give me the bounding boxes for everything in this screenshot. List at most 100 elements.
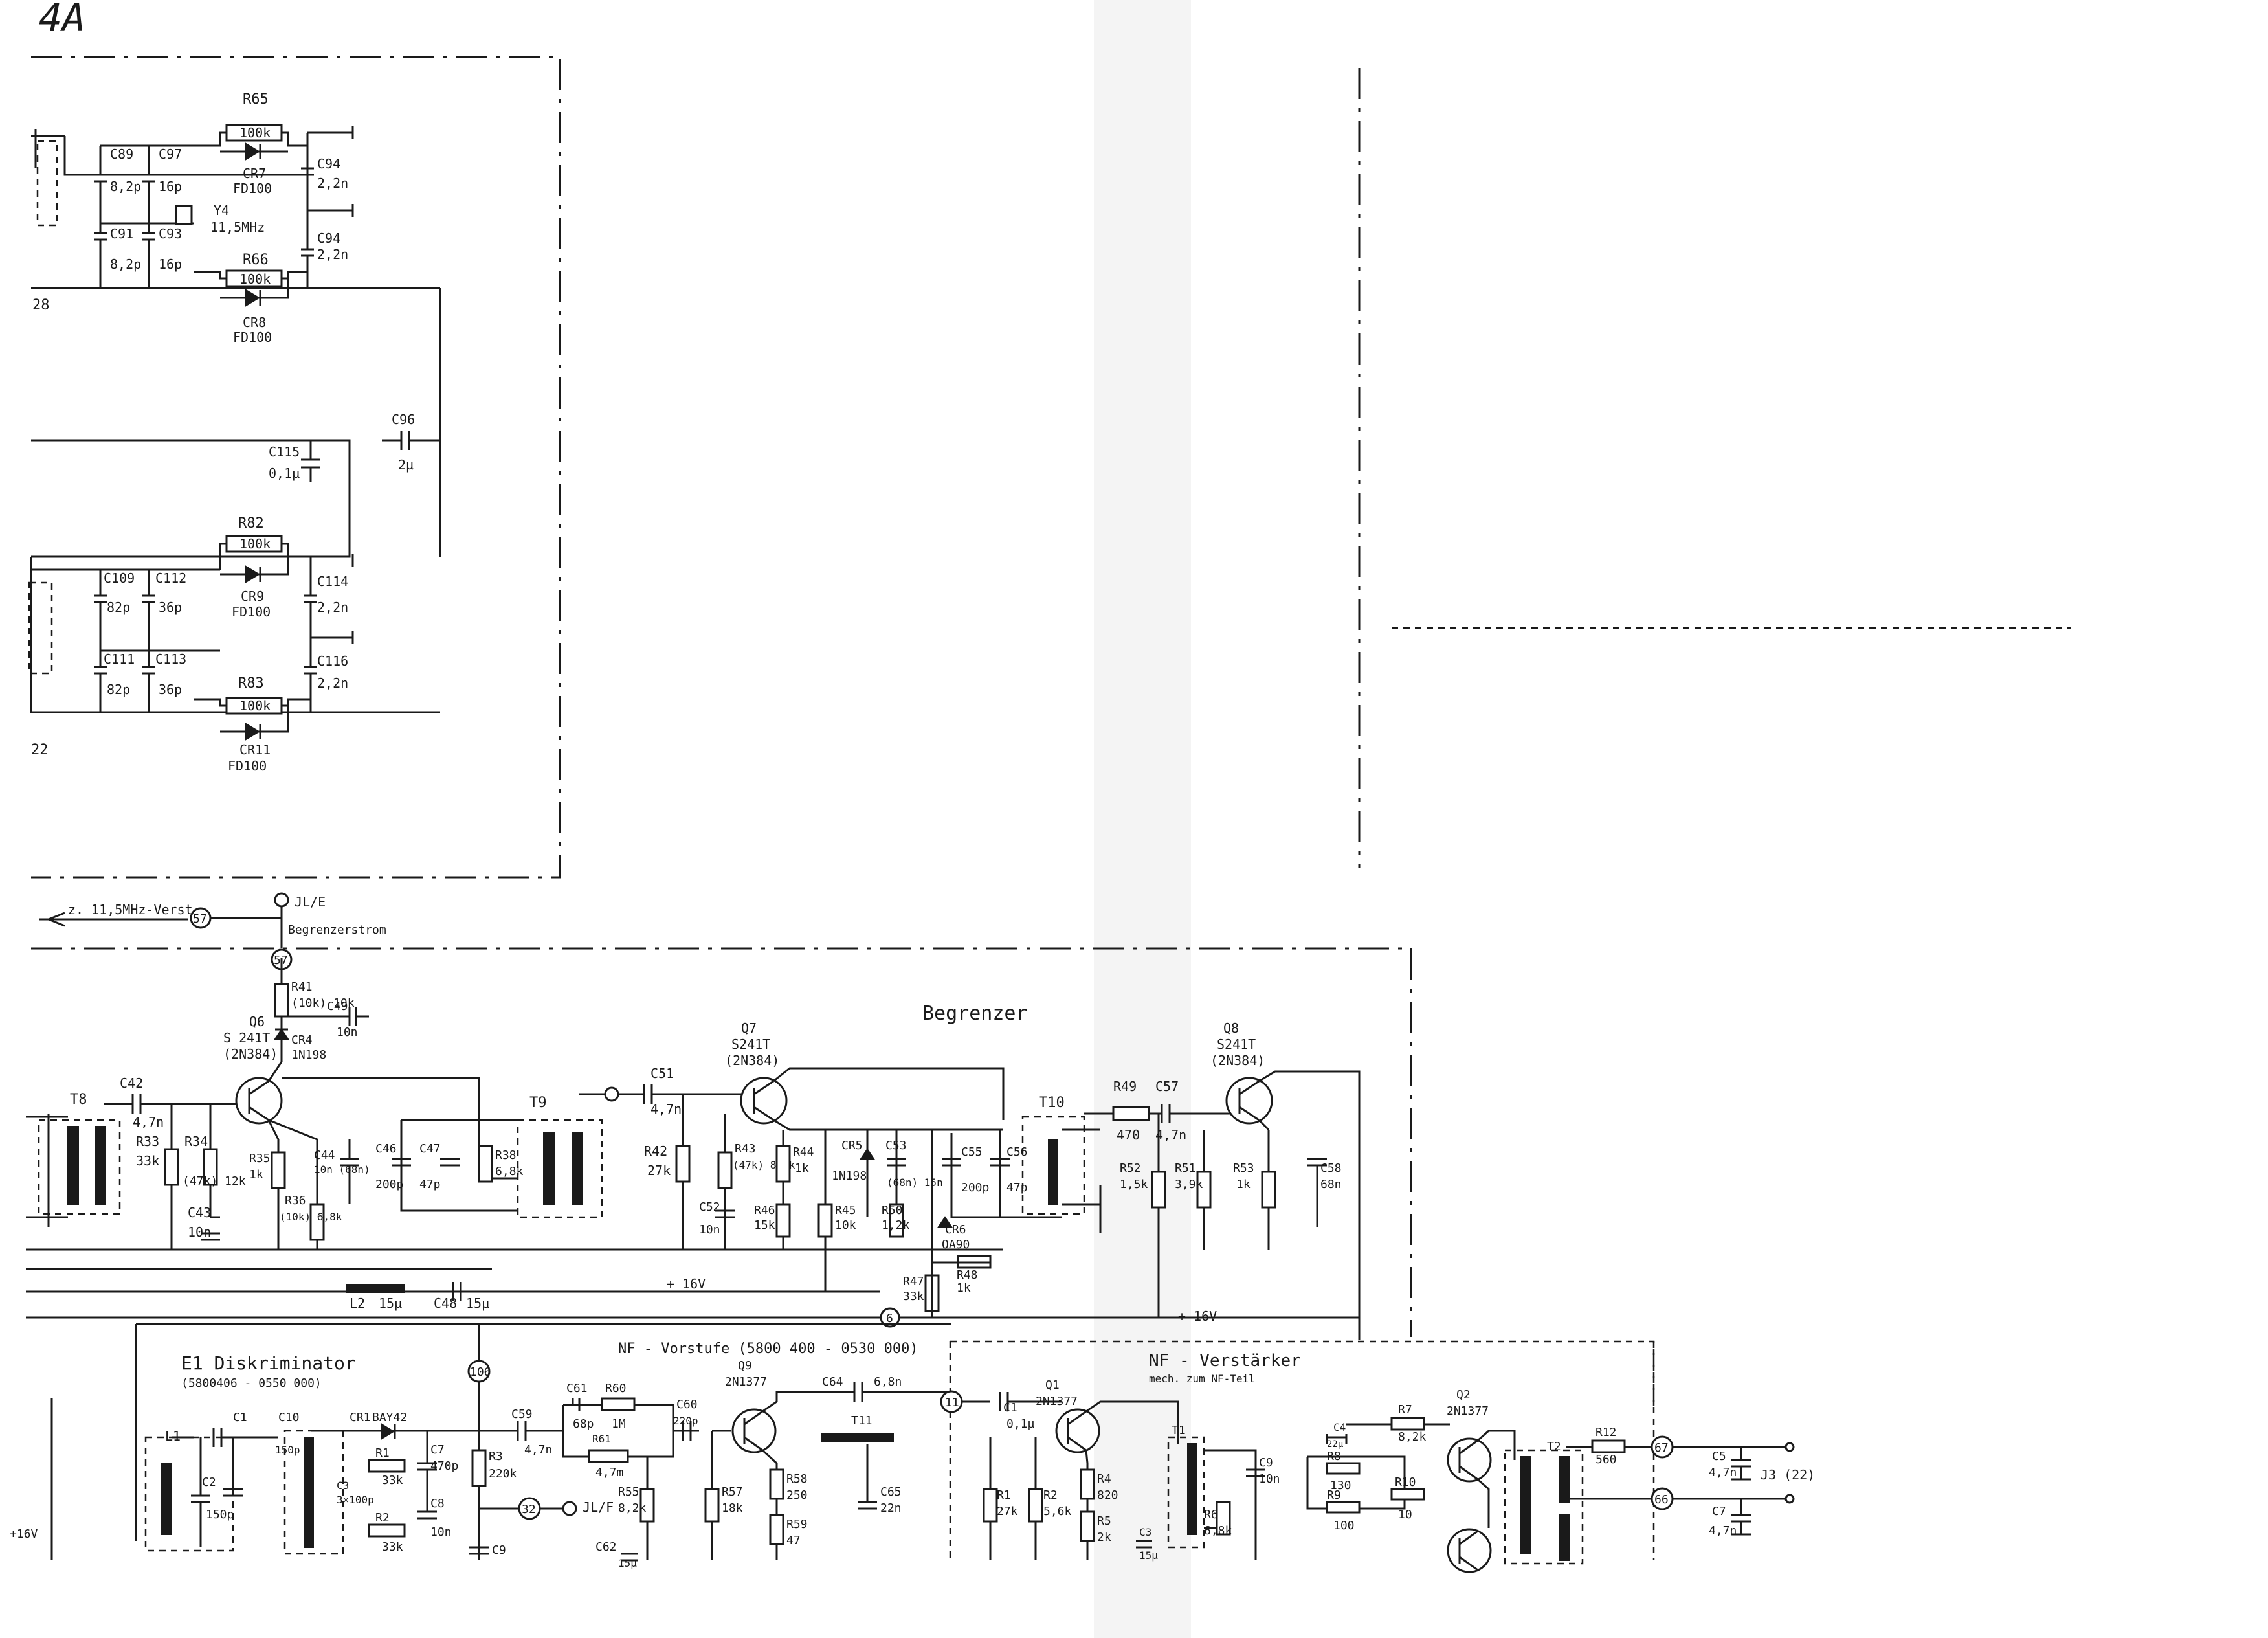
- R49-label: R49: [1113, 1079, 1137, 1094]
- CR8-type: FD100: [233, 330, 272, 345]
- R60-value: 1M: [612, 1417, 626, 1431]
- Q7-alt: (2N384): [725, 1053, 779, 1068]
- C59-label: C59: [511, 1408, 533, 1421]
- limiter-section: Begrenzer + 16V + 16V 6 L2 15µ C48 15µ T…: [26, 958, 1361, 1340]
- C56-value: 47p: [1006, 1181, 1028, 1195]
- C9-value: 10n: [1259, 1472, 1280, 1486]
- C10-label: C10: [278, 1411, 300, 1424]
- C7-label: C7: [430, 1443, 445, 1457]
- R47-label: R47: [903, 1275, 924, 1288]
- C97-value: 16p: [159, 179, 182, 194]
- CR11-type: FD100: [228, 758, 267, 774]
- C42-value: 4,7n: [133, 1114, 164, 1130]
- C116-label: C116: [317, 653, 348, 669]
- C3-value: 15µ: [1139, 1549, 1158, 1562]
- C65-label: C65: [880, 1485, 902, 1499]
- R4-value: 820: [1097, 1488, 1118, 1502]
- crystal-filter-a: 28 C89 8,2p C97 16p C91 8,2p C93 16p Y4 …: [31, 91, 440, 345]
- signal-notes: z. 11,5MHz-Verst. 57 JL/E Begrenzerstrom…: [39, 892, 386, 970]
- C64-value: 6,8n: [874, 1375, 902, 1389]
- R58-value: 250: [786, 1488, 808, 1502]
- R83-value: 100k: [239, 698, 271, 713]
- C3-label: C3: [337, 1479, 349, 1492]
- C65-value: 22n: [880, 1501, 902, 1515]
- R49-value: 470: [1117, 1127, 1140, 1143]
- R9-label: R9: [1327, 1488, 1341, 1502]
- R60-label: R60: [605, 1382, 627, 1395]
- C4-value: 22µ: [1327, 1439, 1344, 1450]
- C109-value: 82p: [107, 600, 130, 615]
- supply-label-a: + 16V: [667, 1276, 706, 1292]
- R1-value: 33k: [382, 1474, 403, 1487]
- C55-label: C55: [961, 1145, 983, 1159]
- T11-label: T11: [851, 1414, 873, 1428]
- C112-value: 36p: [159, 600, 182, 615]
- R36-label: R36: [285, 1194, 306, 1207]
- to-amplifier-note: z. 11,5MHz-Verst.: [68, 902, 201, 917]
- R5-label: R5: [1097, 1514, 1111, 1528]
- Q8-type: S241T: [1217, 1037, 1256, 1052]
- C53-label: C53: [885, 1139, 907, 1152]
- C62-label: C62: [595, 1540, 617, 1554]
- C115-value: 0,1µ: [269, 466, 300, 481]
- discriminator-section: E1 Diskriminator (5800406 - 0550 000) 10…: [10, 1323, 951, 1560]
- C1-label: C1: [233, 1411, 247, 1424]
- Q1-label: Q1: [1045, 1378, 1060, 1392]
- node-66: 66: [1654, 1493, 1669, 1507]
- R65-value: 100k: [239, 125, 271, 140]
- C61-label: C61: [566, 1382, 588, 1395]
- C113-value: 36p: [159, 682, 182, 697]
- R44-value: 1k: [795, 1161, 809, 1175]
- R2-value: 5,6k: [1043, 1505, 1072, 1518]
- limiter-current-note: Begrenzerstrom: [288, 923, 386, 937]
- Q6-label: Q6: [249, 1014, 265, 1029]
- Q9-type: 2N1377: [725, 1375, 767, 1389]
- node-6: 6: [886, 1312, 893, 1325]
- coupling-network: C96 2µ C115 0,1µ: [31, 288, 441, 558]
- C4-label: C4: [1333, 1421, 1346, 1433]
- C52-label: C52: [699, 1200, 720, 1214]
- Q6-type: S 241T: [223, 1030, 270, 1046]
- C44-label: C44: [314, 1149, 335, 1162]
- C42-label: C42: [120, 1075, 143, 1091]
- R36-value: (10k) 6,8k: [280, 1211, 342, 1223]
- C8-label: C8: [430, 1497, 445, 1510]
- C52-value: 10n: [699, 1223, 720, 1237]
- R50-value: 1,2k: [882, 1218, 910, 1232]
- R57-label: R57: [722, 1485, 743, 1499]
- C7-label: C7: [1712, 1505, 1726, 1518]
- C3-value: 3×100p: [337, 1494, 374, 1506]
- R42-value: 27k: [647, 1163, 671, 1178]
- module-outlines: [31, 56, 2071, 1560]
- T1-label: T1: [1172, 1424, 1186, 1437]
- T8-label: T8: [70, 1092, 87, 1108]
- CR9-type: FD100: [232, 604, 271, 620]
- crystal-filter-b: 22 C109 82p C112 36p C111 82p C113 36p R…: [28, 515, 440, 774]
- R61-value: 4,7m: [595, 1466, 623, 1479]
- R6-value: 6,8k: [1204, 1524, 1232, 1538]
- preamp-node: 11: [945, 1396, 959, 1409]
- R48-value: 1k: [957, 1281, 971, 1295]
- R59-value: 47: [786, 1534, 801, 1547]
- R57-value: 18k: [722, 1501, 743, 1515]
- C59-value: 4,7n: [524, 1443, 552, 1457]
- R66-label: R66: [243, 252, 269, 268]
- R52-value: 1,5k: [1120, 1178, 1148, 1191]
- R1-value: 27k: [997, 1505, 1018, 1518]
- output-amp-title: NF - Verstärker: [1149, 1351, 1301, 1371]
- supply-label: +16V: [10, 1527, 38, 1541]
- C62-value: 15µ: [618, 1557, 637, 1569]
- C47-value: 47p: [419, 1178, 441, 1191]
- C57-value: 4,7n: [1155, 1127, 1186, 1143]
- C114-value: 2,2n: [317, 600, 348, 615]
- C10-value: 150p: [275, 1444, 300, 1456]
- CR9-label: CR9: [241, 589, 264, 604]
- C94a-label: C94: [317, 156, 340, 172]
- R35-value: 1k: [249, 1168, 263, 1182]
- output-amp-section: NF - Verstärker mech. zum NF-Teil C1 0,1…: [962, 1341, 1815, 1573]
- Q1-C1-value: 0,1µ: [1006, 1417, 1035, 1431]
- node-57-top: 57: [193, 912, 207, 926]
- R5-value: 2k: [1097, 1531, 1111, 1544]
- Q1-C1-label: C1: [1003, 1401, 1017, 1415]
